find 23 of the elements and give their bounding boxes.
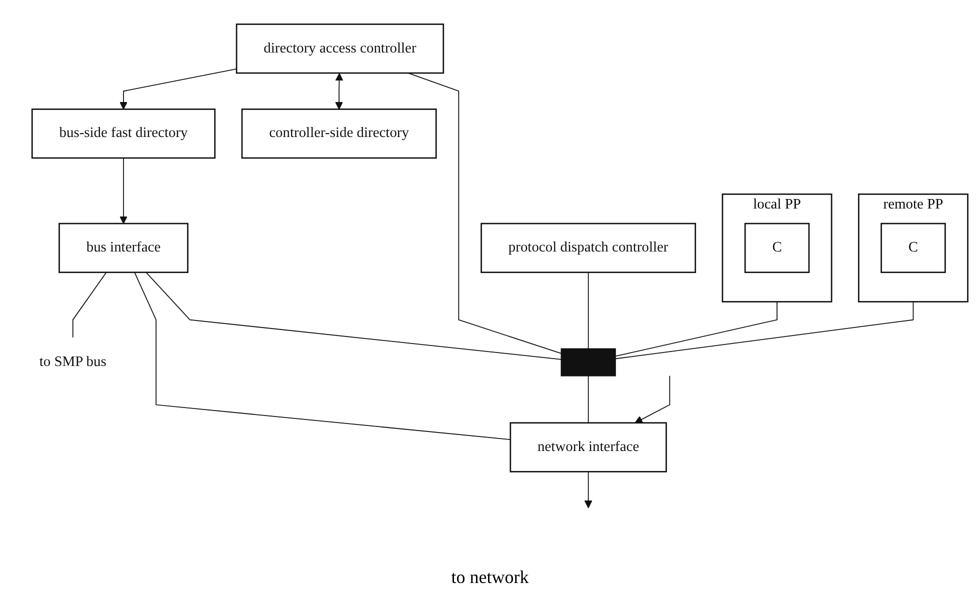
node-box: C <box>744 223 810 274</box>
connector <box>584 472 592 509</box>
node-box: directory access controller <box>236 24 444 74</box>
label-text: to network <box>450 567 530 588</box>
node-text: to SMP bus <box>39 354 106 370</box>
connector <box>146 272 562 360</box>
connector <box>588 272 589 350</box>
node-box: network interface <box>510 422 667 473</box>
connector <box>588 376 589 424</box>
connector <box>72 272 107 339</box>
node-box: bus interface <box>58 223 188 274</box>
connector <box>120 68 237 110</box>
connector <box>634 376 670 424</box>
node-box: bus-side fast directory <box>31 108 216 160</box>
node-box: controller-side directory <box>241 108 437 160</box>
node-box: protocol dispatch controller <box>480 223 696 274</box>
connector <box>615 302 914 360</box>
connector <box>335 73 344 110</box>
node-bar <box>560 348 616 377</box>
connector <box>134 272 511 440</box>
connector <box>615 302 778 358</box>
node-box: C <box>880 223 946 274</box>
connector <box>120 158 128 224</box>
